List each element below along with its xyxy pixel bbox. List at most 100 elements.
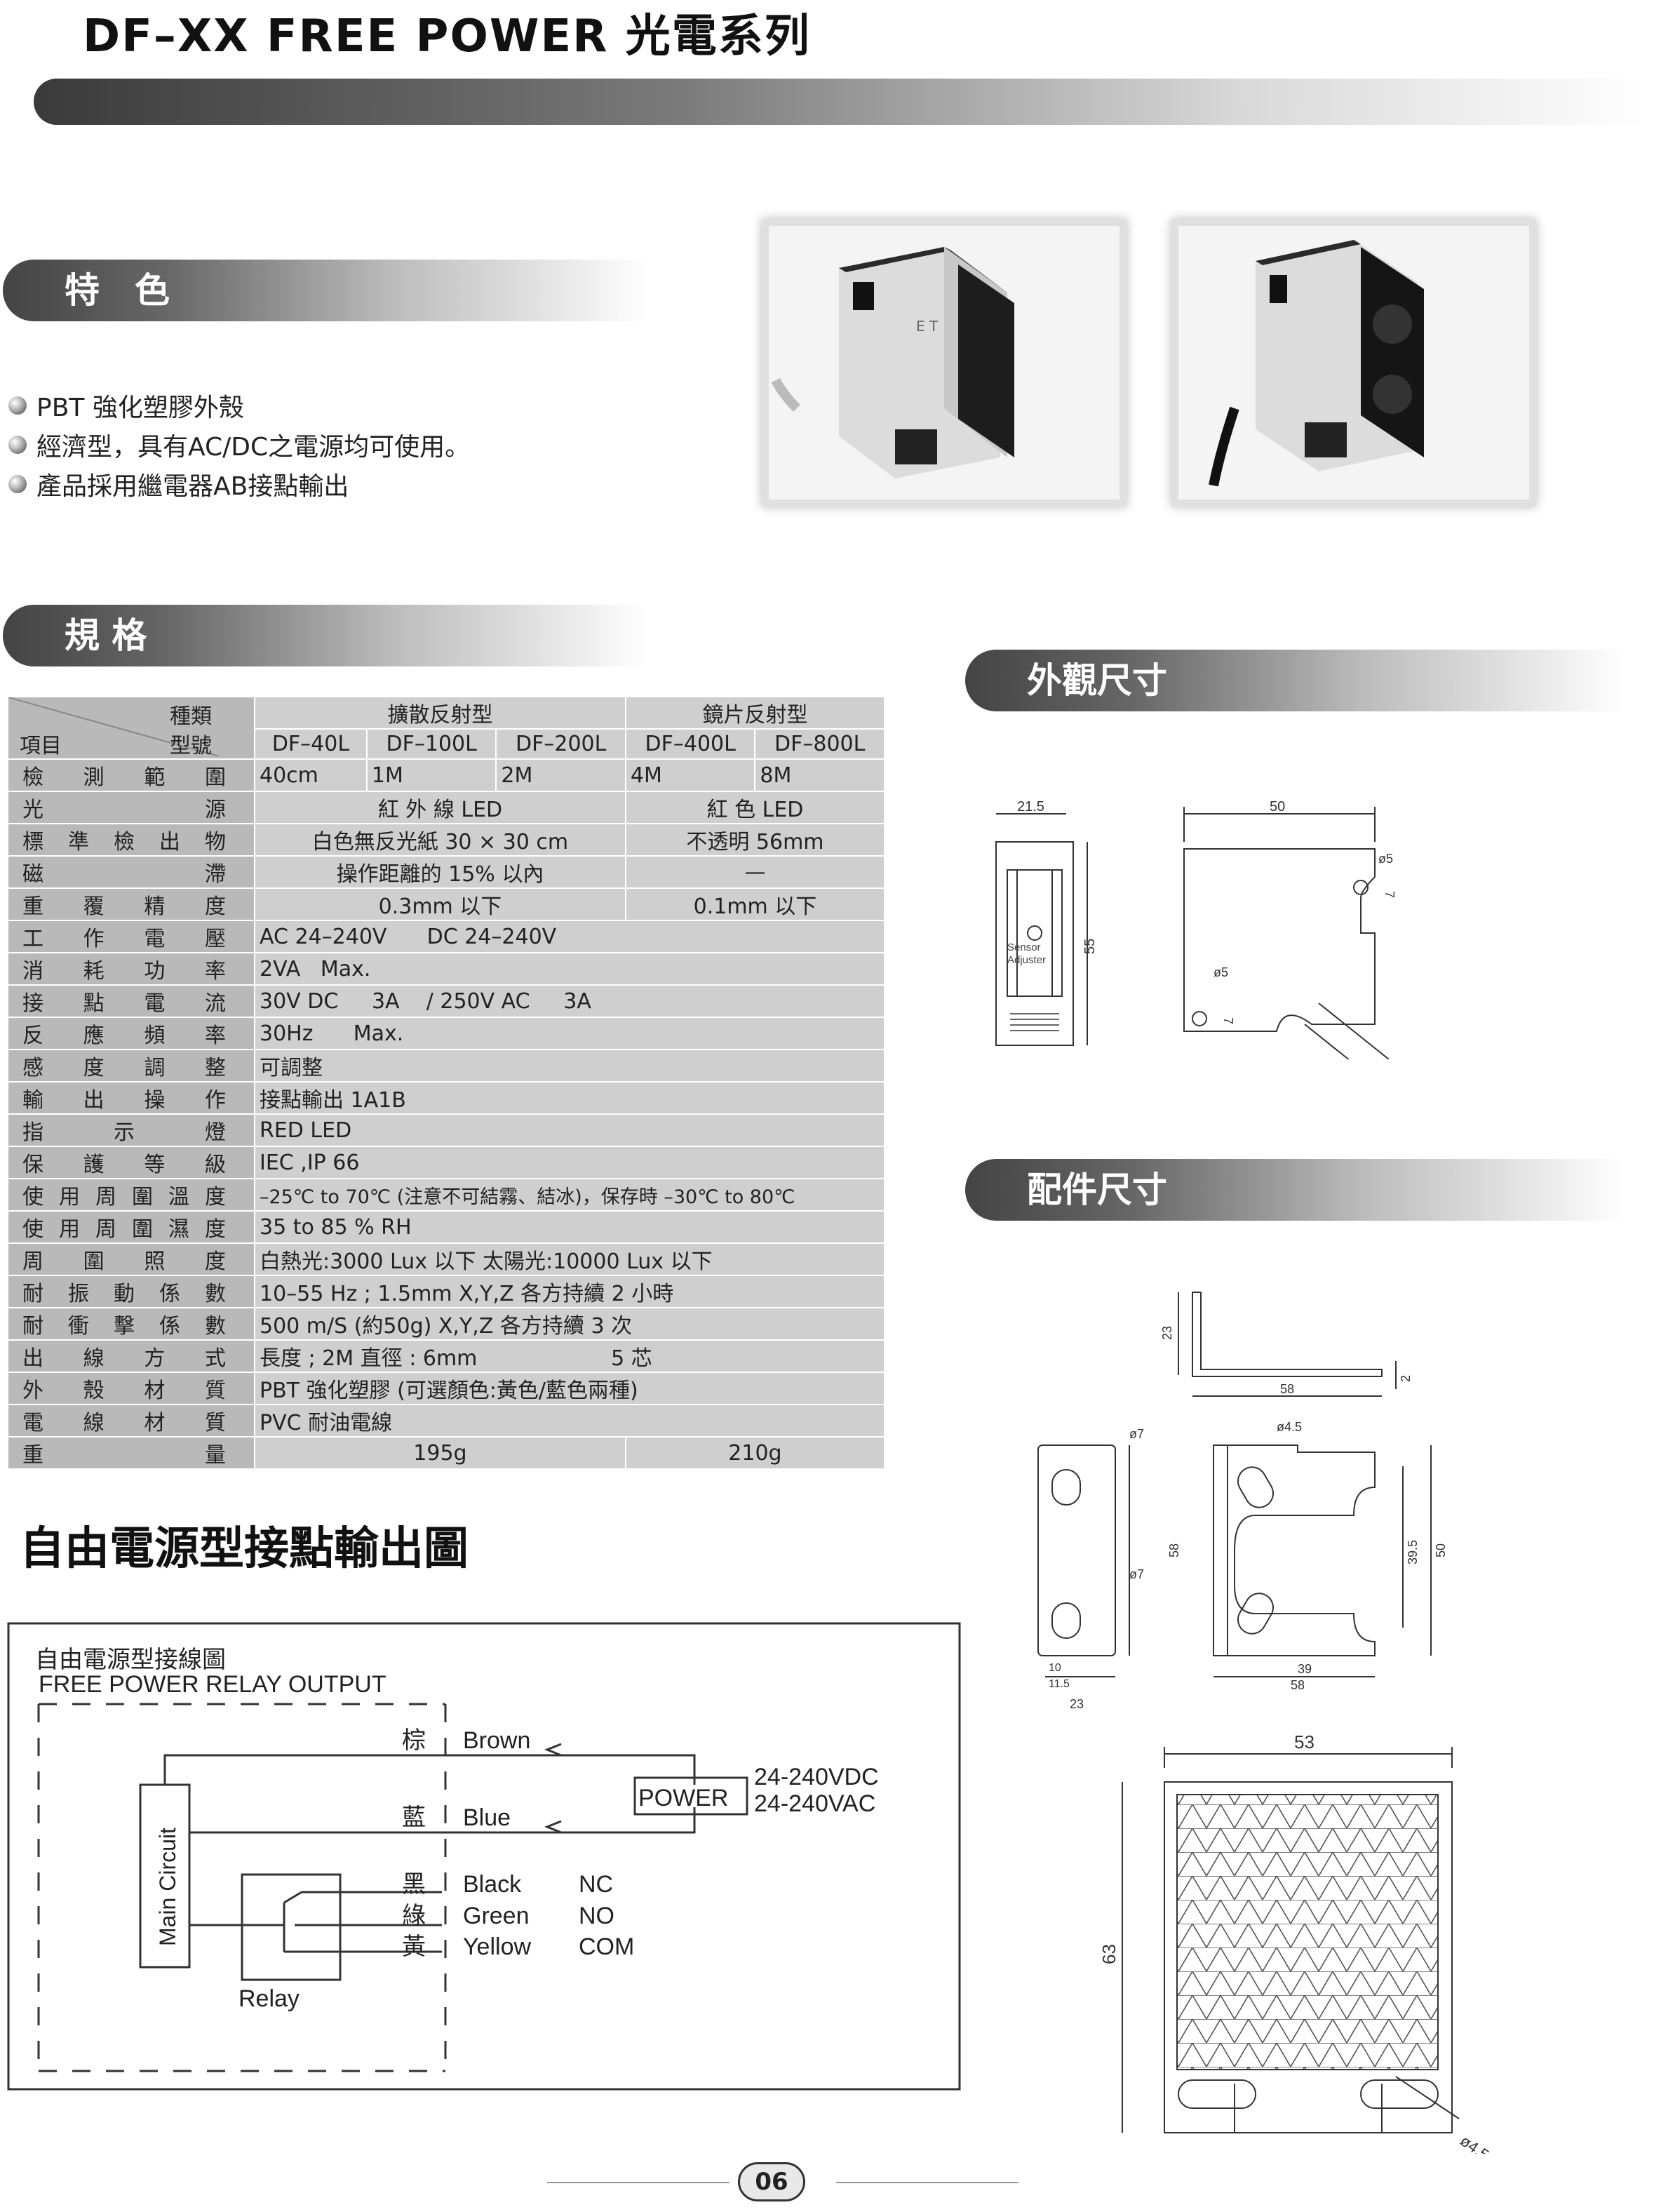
table-corner: 種類 項目 型號: [7, 696, 255, 760]
svg-text:7: 7: [1383, 891, 1397, 898]
bracket-side-drawing: 23 58 2: [1160, 1292, 1413, 1397]
svg-text:24-240VAC: 24-240VAC: [754, 1790, 875, 1817]
group-diffuse: 擴散反射型: [254, 696, 626, 730]
svg-text:50: 50: [1434, 1543, 1448, 1557]
wiring-diagram: 自由電源型接線圖 FREE POWER RELAY OUTPUT Main Ci…: [7, 1622, 961, 2091]
svg-text:NC: NC: [579, 1871, 613, 1898]
footer-line-left: [547, 2182, 729, 2183]
svg-text:50: 50: [1270, 799, 1285, 815]
svg-text:COM: COM: [579, 1933, 634, 1960]
svg-text:綠: 綠: [402, 1903, 426, 1929]
svg-text:藍: 藍: [402, 1804, 426, 1831]
table-row: 光源 紅 外 線 LED 紅 色 LED: [7, 791, 886, 824]
svg-text:53: 53: [1294, 1733, 1315, 1752]
table-row: 出線方式長度 ; 2M 直徑 : 6mm 5 芯: [7, 1339, 885, 1373]
svg-text:ø7: ø7: [1129, 1427, 1144, 1441]
svg-text:Brown: Brown: [463, 1727, 530, 1754]
svg-text:Relay: Relay: [238, 1985, 300, 2012]
specs-heading: 規 格: [3, 605, 648, 666]
svg-text:10: 10: [1049, 1662, 1061, 1674]
svg-text:E T: E T: [916, 318, 939, 335]
page-title: DF–XX FREE POWER 光電系列: [83, 11, 811, 62]
svg-text:ø4.5: ø4.5: [1277, 1420, 1302, 1434]
svg-text:23: 23: [1070, 1697, 1084, 1711]
feature-item-3: 產品採用繼電器AB接點輸出: [8, 466, 349, 502]
model-cell: DF–400L: [624, 728, 756, 760]
svg-text:24-240VDC: 24-240VDC: [754, 1764, 879, 1790]
svg-text:ø7: ø7: [1129, 1567, 1144, 1581]
svg-text:ø5: ø5: [1213, 965, 1228, 979]
svg-text:55: 55: [1082, 939, 1098, 954]
feature-item-1: PBT 強化塑膠外殼: [8, 387, 244, 424]
svg-text:ø4.5: ø4.5: [1457, 2132, 1492, 2154]
svg-text:Yellow: Yellow: [463, 1933, 531, 1960]
svg-text:23: 23: [1160, 1326, 1174, 1340]
bracket-front-drawing: ø4.5 ø7 ø7 58 39.5 50 39 58 10 11.5 23: [1037, 1420, 1448, 1711]
model-cell: DF–40L: [254, 728, 368, 760]
spec-table: 種類 項目 型號 擴散反射型 鏡片反射型 DF–40L DF–100L DF–2…: [7, 696, 886, 1470]
svg-text:POWER: POWER: [638, 1785, 728, 1811]
model-cell: DF–200L: [495, 728, 626, 760]
svg-text:Sensor: Sensor: [1007, 941, 1041, 953]
svg-text:Adjuster: Adjuster: [1007, 954, 1046, 966]
accessory-heading: 配件尺寸: [965, 1159, 1625, 1221]
product-photo-1: E T: [762, 219, 1127, 507]
bullet-icon: [8, 475, 27, 493]
table-row: 周圍照度白熱光:3000 Lux 以下 太陽光:10000 Lux 以下: [7, 1242, 885, 1276]
dimensions-heading: 外觀尺寸: [965, 650, 1625, 711]
svg-text:39: 39: [1298, 1662, 1312, 1676]
svg-text:58: 58: [1280, 1382, 1294, 1396]
page-number: 06: [738, 2162, 805, 2201]
title-bar: [34, 79, 1647, 125]
model-cell: DF–100L: [365, 728, 497, 760]
svg-text:NO: NO: [579, 1903, 614, 1929]
model-cell: DF–800L: [754, 728, 885, 760]
svg-text:FREE POWER RELAY OUTPUT: FREE POWER RELAY OUTPUT: [39, 1671, 386, 1698]
table-row: 重量 195g 210g: [7, 1436, 886, 1470]
svg-text:Black: Black: [463, 1871, 522, 1898]
svg-text:黃: 黃: [402, 1933, 426, 1960]
svg-text:39.5: 39.5: [1406, 1540, 1420, 1564]
svg-text:自由電源型接線圖: 自由電源型接線圖: [35, 1647, 226, 1673]
svg-text:2: 2: [1399, 1375, 1413, 1382]
svg-text:63: 63: [1098, 1944, 1120, 1964]
reflector-drawing: 53 63 ø4.5: [1098, 1733, 1493, 2154]
product-photo-2: [1171, 219, 1536, 507]
table-row: 使用周圍溫度–25℃ to 70℃ (注意不可結霧、結冰)，保存時 –30℃ t…: [7, 1178, 885, 1212]
table-row: 磁滯 操作距離的 15% 以內 —: [7, 855, 886, 889]
svg-text:Green: Green: [463, 1903, 530, 1929]
table-row: 重覆精度 0.3mm 以下 0.1mm 以下: [7, 887, 886, 921]
svg-text:21.5: 21.5: [1017, 799, 1044, 815]
table-row: 輸出操作接點輸出 1A1B: [7, 1081, 885, 1115]
svg-text:黑: 黑: [402, 1871, 426, 1898]
table-row: 感度調整可調整: [7, 1049, 885, 1082]
group-mirror: 鏡片反射型: [624, 696, 886, 730]
sensor-dimension-drawing: 21.5 50 55 ø5 ø5 7 7 Sensor Adjuster: [995, 799, 1397, 1059]
svg-text:11.5: 11.5: [1049, 1678, 1070, 1690]
wiring-heading: 自由電源型接點輸出圖: [20, 1522, 469, 1575]
svg-text:58: 58: [1291, 1678, 1305, 1692]
features-heading: 特 色: [3, 260, 648, 321]
footer-line-right: [836, 2182, 1018, 2183]
feature-item-2: 經濟型，具有AC/DC之電源均可使用。: [8, 427, 470, 463]
bullet-icon: [8, 396, 27, 415]
table-row: 標準檢出物 白色無反光紙 30 × 30 cm 不透明 56mm: [7, 823, 886, 857]
bullet-icon: [8, 436, 27, 454]
table-row: 檢測範圍 40cm 1M 2M 4M 8M: [7, 758, 885, 792]
svg-text:Blue: Blue: [463, 1804, 511, 1831]
svg-text:Main Circuit: Main Circuit: [155, 1828, 180, 1946]
svg-text:棕: 棕: [402, 1727, 426, 1754]
svg-text:7: 7: [1221, 1017, 1235, 1024]
svg-text:ø5: ø5: [1378, 852, 1393, 866]
